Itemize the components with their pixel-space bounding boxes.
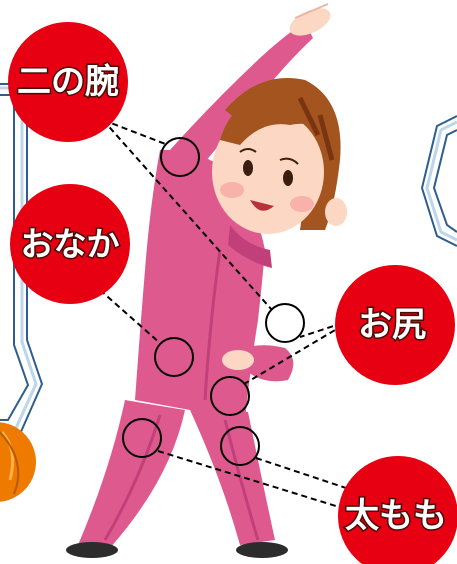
label-buttocks: お尻 — [358, 305, 426, 345]
label-upper-arm: 二の腕 — [17, 62, 119, 102]
target-markers — [122, 137, 305, 466]
stretching-woman-illustration — [66, 3, 347, 558]
badge-upper-arm: 二の腕 — [8, 22, 128, 142]
target-circle-icon-buttocks-left — [210, 376, 250, 416]
badge-belly: おなか — [10, 184, 130, 304]
badge-buttocks: お尻 — [335, 265, 455, 385]
badge-thigh: 太もも — [338, 456, 457, 564]
label-thigh: 太もも — [345, 496, 447, 536]
target-circle-icon-buttocks-right — [265, 303, 305, 343]
target-circle-icon-belly — [154, 337, 194, 377]
orange-object-decoration — [0, 422, 36, 502]
right-frame-decoration — [420, 115, 457, 247]
target-circle-icon-upper-arm — [160, 137, 200, 177]
target-circle-icon-thigh-right — [220, 426, 260, 466]
leader-lines — [99, 119, 353, 512]
target-circle-icon-thigh-left — [122, 418, 162, 458]
label-belly: おなか — [21, 225, 120, 264]
